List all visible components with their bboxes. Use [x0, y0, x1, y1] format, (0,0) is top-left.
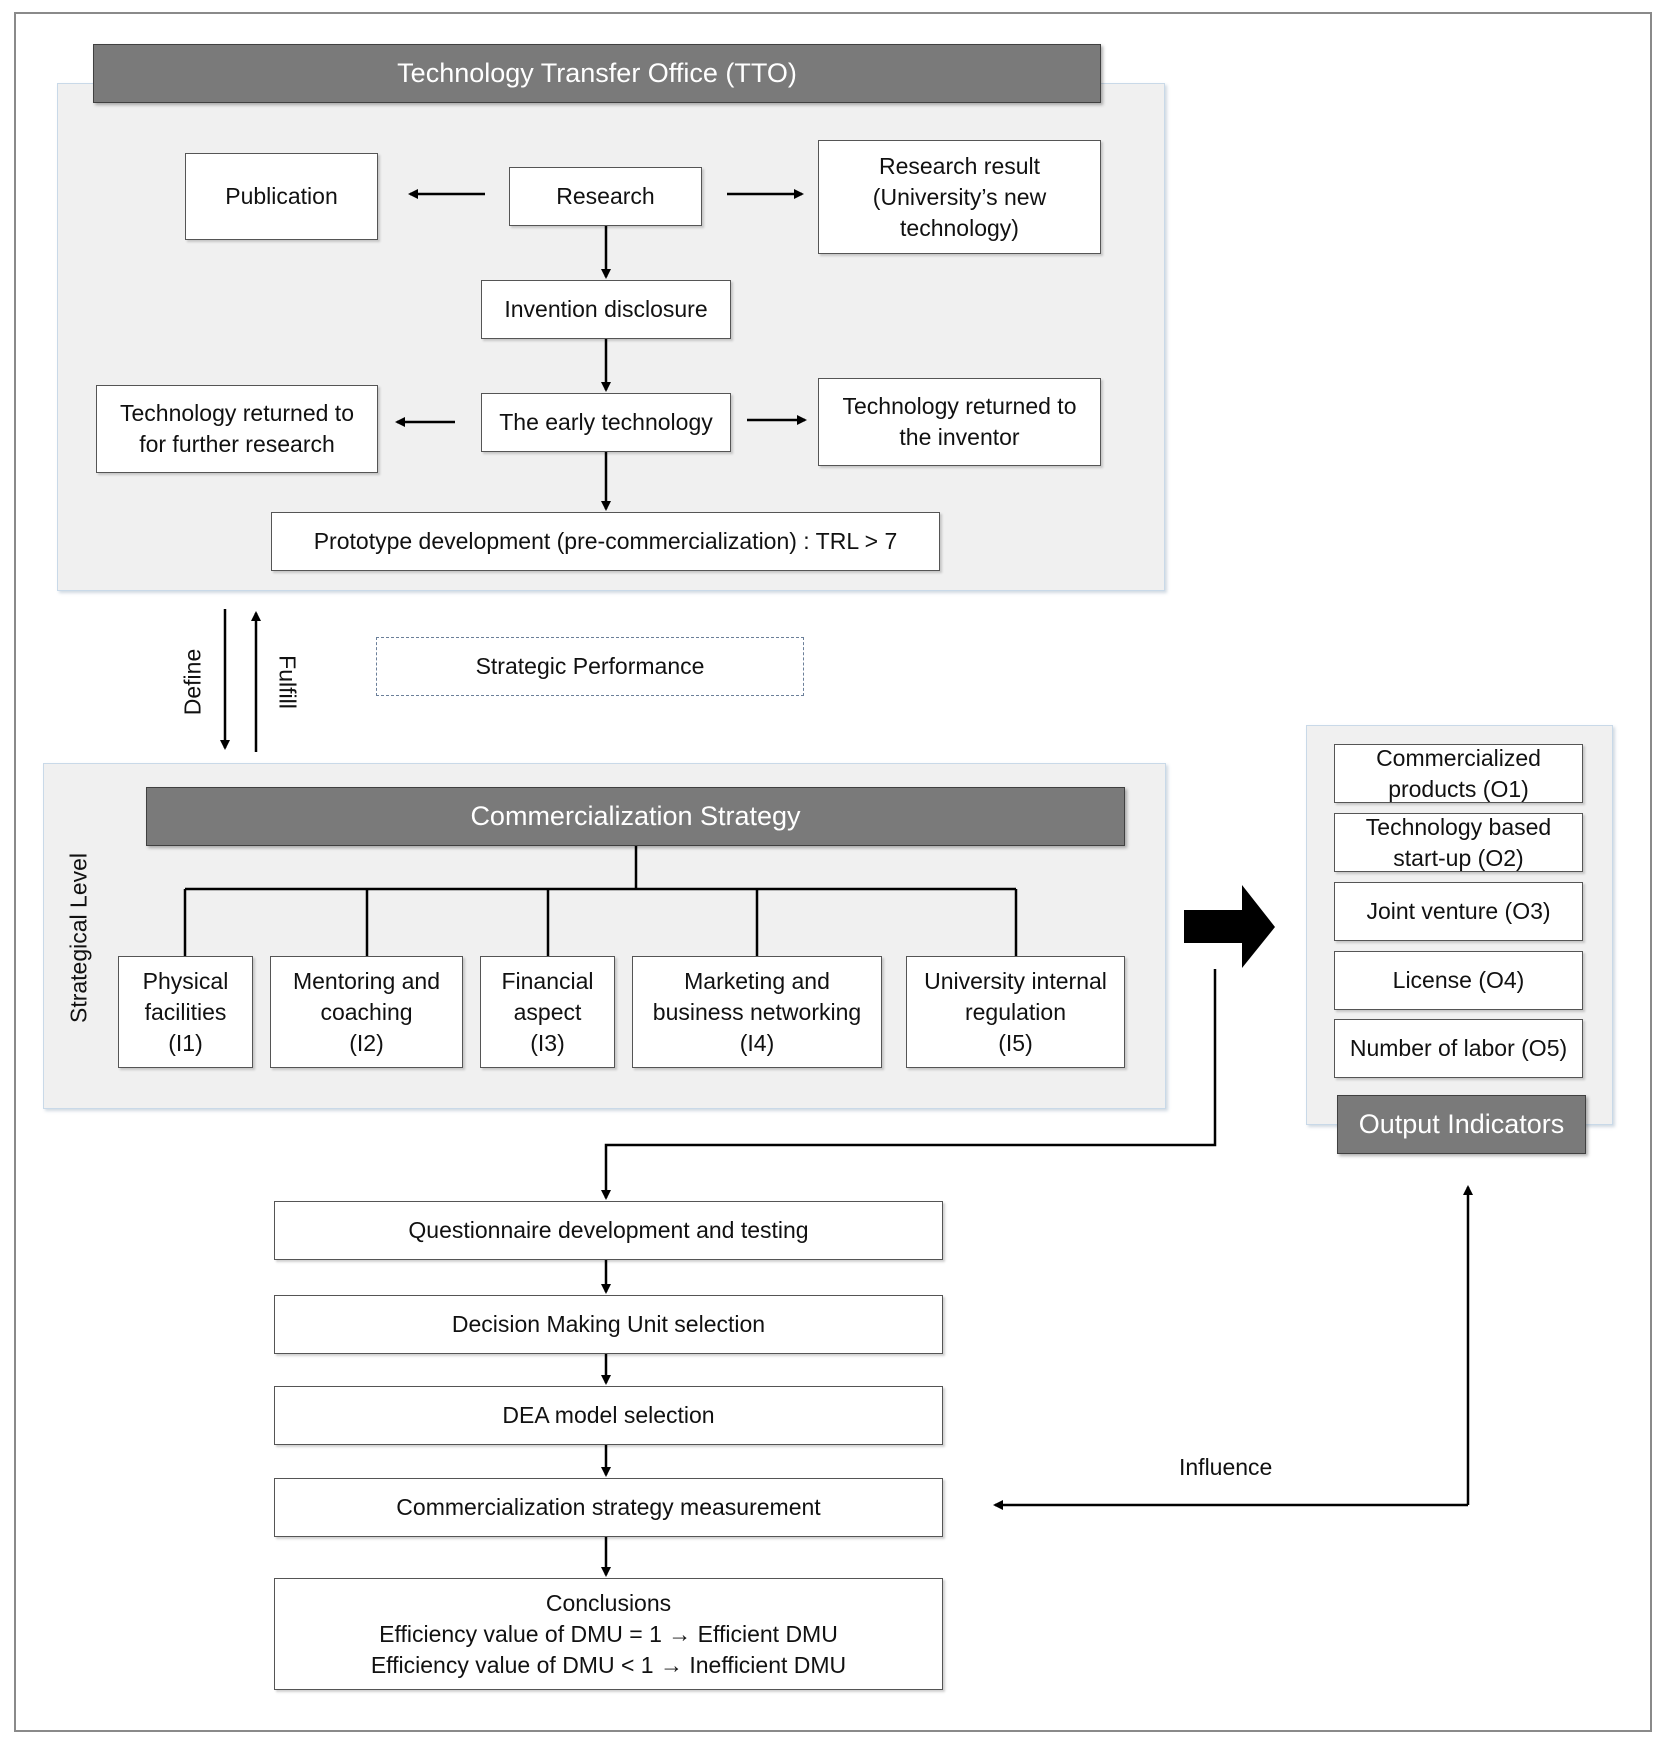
output-box-o1: Commercialized products (O1) — [1334, 744, 1583, 803]
output-indicators-title-bar: Output Indicators — [1337, 1095, 1586, 1154]
fulfill-label: Fulfill — [274, 655, 301, 709]
output-box-o2: Technology based start-up (O2) — [1334, 813, 1583, 872]
process-step-dmu-selection: Decision Making Unit selection — [274, 1295, 943, 1354]
output-box-o4: License (O4) — [1334, 951, 1583, 1010]
tto-title-bar: Technology Transfer Office (TTO) — [93, 44, 1101, 103]
early-technology-box: The early technology — [481, 393, 731, 452]
research-result-box: Research result (University’s new techno… — [818, 140, 1101, 254]
process-step-dea-model: DEA model selection — [274, 1386, 943, 1445]
input-box-i5: University internal regulation (I5) — [906, 956, 1125, 1068]
prototype-box: Prototype development (pre-commercializa… — [271, 512, 940, 571]
publication-box: Publication — [185, 153, 378, 240]
output-box-o5: Number of labor (O5) — [1334, 1019, 1583, 1078]
returned-further-research-box: Technology returned to for further resea… — [96, 385, 378, 473]
input-box-i1: Physical facilities (I1) — [118, 956, 253, 1068]
conclusions-box: Conclusions Efficiency value of DMU = 1 … — [274, 1578, 943, 1690]
strategic-performance-box: Strategic Performance — [376, 637, 804, 696]
influence-label: Influence — [1179, 1454, 1273, 1480]
strategy-title-bar: Commercialization Strategy — [146, 787, 1125, 846]
input-box-i2: Mentoring and coaching (I2) — [270, 956, 463, 1068]
outer-frame — [14, 12, 1652, 1732]
process-step-questionnaire: Questionnaire development and testing — [274, 1201, 943, 1260]
input-box-i4: Marketing and business networking (I4) — [632, 956, 882, 1068]
input-box-i3: Financial aspect (I3) — [480, 956, 615, 1068]
process-step-measurement: Commercialization strategy measurement — [274, 1478, 943, 1537]
define-label: Define — [179, 648, 206, 716]
invention-disclosure-box: Invention disclosure — [481, 280, 731, 339]
research-box: Research — [509, 167, 702, 226]
returned-inventor-box: Technology returned to the inventor — [818, 378, 1101, 466]
strategical-level-label: Strategical Level — [65, 852, 92, 1024]
output-box-o3: Joint venture (O3) — [1334, 882, 1583, 941]
